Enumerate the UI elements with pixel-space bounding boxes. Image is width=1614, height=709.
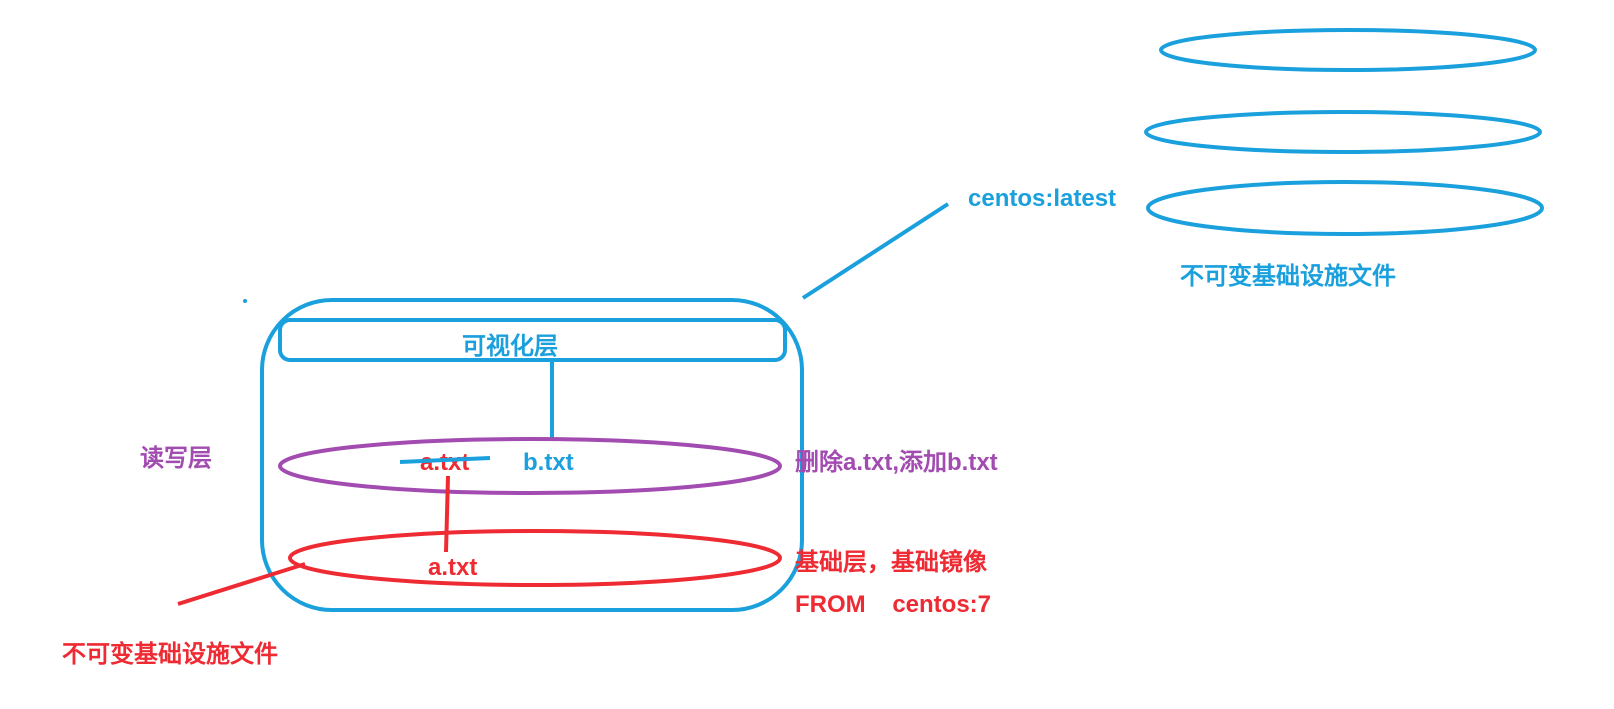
rw-added-file: b.txt <box>523 449 574 476</box>
from-line: FROM centos:7 <box>795 591 991 618</box>
rw-layer-note: 删除a.txt,添加b.txt <box>795 448 998 476</box>
container-outline <box>260 298 804 612</box>
image-layer-ellipse-2 <box>1144 110 1542 154</box>
image-name-label: centos:latest <box>968 185 1116 212</box>
visual-layer-bar <box>278 318 787 362</box>
image-layer-ellipse-3 <box>1146 180 1544 236</box>
strike-through-line <box>399 456 491 464</box>
visual-layer-label: 可视化层 <box>462 332 558 360</box>
base-pointer-line <box>177 562 306 606</box>
base-file: a.txt <box>428 554 477 581</box>
base-layer-note: 基础层，基础镜像 <box>795 548 988 576</box>
image-layer-ellipse-1 <box>1159 28 1537 72</box>
image-pointer-line <box>801 202 950 300</box>
rw-layer-side-label: 读写层 <box>140 445 212 472</box>
rw-layer-ellipse <box>278 437 782 495</box>
base-connector <box>444 475 450 553</box>
stray-dot <box>243 299 247 303</box>
base-layer-ellipse <box>288 529 782 587</box>
immutable-left-label: 不可变基础设施文件 <box>62 640 278 668</box>
immutable-right-label: 不可变基础设施文件 <box>1180 262 1396 290</box>
